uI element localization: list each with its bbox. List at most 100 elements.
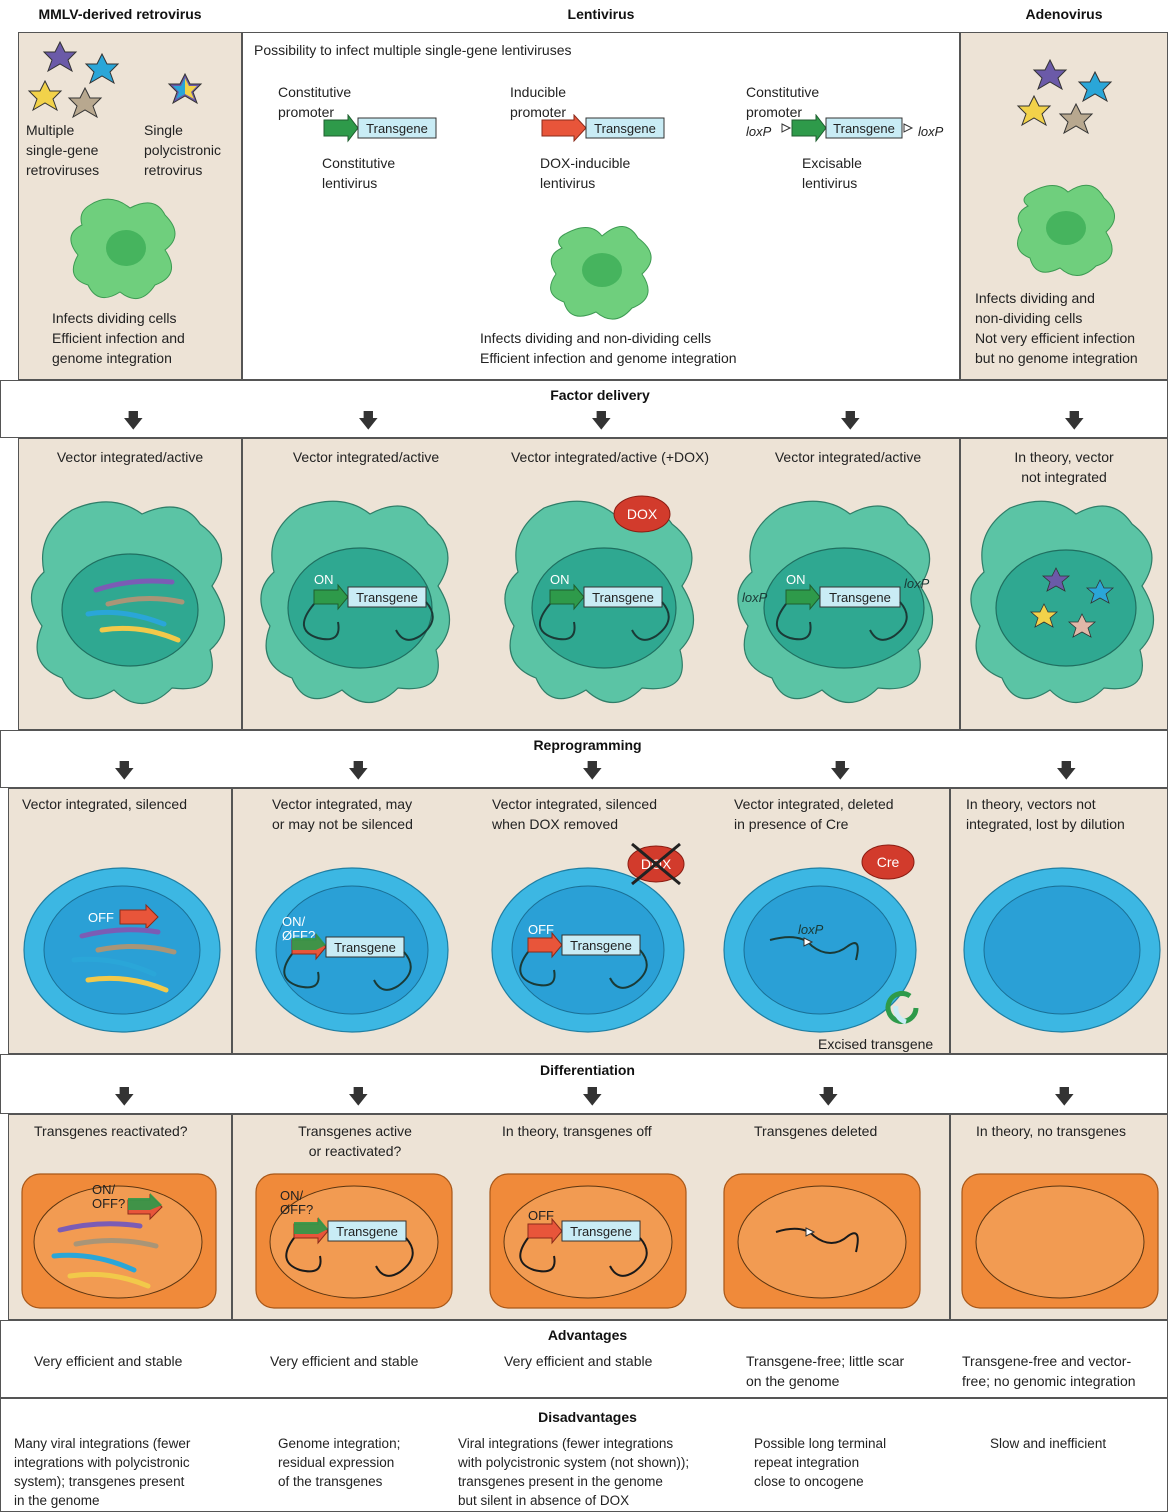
- constitutive-lentivirus-label: Constitutive lentivirus: [322, 153, 442, 193]
- delivery-label-4: Vector integrated/active: [740, 447, 956, 467]
- excisable-diff-cell: [722, 1172, 922, 1312]
- disadvantage-2: Genome integration; residual expression …: [278, 1434, 448, 1491]
- lenti-multiple-text: Possibility to infect multiple single-ge…: [254, 40, 714, 60]
- excisable-active-cell: loxP ON Transgene loxP: [726, 490, 956, 720]
- delivery-label-2: Vector integrated/active: [256, 447, 476, 467]
- mmlv-green-cell: [60, 190, 190, 310]
- adeno-active-cell: [962, 490, 1168, 720]
- disadvantage-4: Possible long terminal repeat integratio…: [754, 1434, 934, 1491]
- mmlv-diff-cell: ON/OFF?: [20, 1172, 220, 1312]
- constitutive-transgene-label: Transgene: [366, 121, 428, 136]
- adeno-green-cell: [1006, 174, 1126, 284]
- advantage-2: Very efficient and stable: [270, 1351, 470, 1371]
- reprog-label-5: In theory, vectors not integrated, lost …: [966, 794, 1166, 834]
- dox-diff-off-label: OFF: [528, 1208, 554, 1223]
- reprogramming-title: Reprogramming: [0, 737, 1168, 753]
- dox-diff-transgene: Transgene: [570, 1224, 632, 1239]
- advantages-title: Advantages: [0, 1327, 1168, 1343]
- advantage-1: Very efficient and stable: [34, 1351, 234, 1371]
- loxp-left-label: loxP: [746, 124, 772, 139]
- diff-label-4: Transgenes deleted: [754, 1121, 944, 1141]
- diff-arrow-2: 🡇: [348, 1082, 369, 1116]
- diff-arrow-3: 🡇: [582, 1082, 603, 1116]
- dox-reprog-cell: DOX OFF Transgene: [488, 836, 698, 1040]
- constitutive-active-transgene: Transgene: [356, 590, 418, 605]
- mmlv-virus-particles: [20, 36, 240, 126]
- excisable-loxp-right: loxP: [904, 576, 930, 591]
- lenti-infection-desc: Infects dividing and non-dividing cells …: [480, 328, 810, 368]
- excisable-active-transgene: Transgene: [829, 590, 891, 605]
- reprog-arrow-4: 🡇: [830, 756, 851, 790]
- dox-reprog-off-label: OFF: [528, 922, 554, 937]
- disadvantage-3: Viral integrations (fewer integrations w…: [458, 1434, 738, 1510]
- constitutive-construct: Transgene: [322, 114, 442, 144]
- column-header-adenovirus: Adenovirus: [960, 6, 1168, 22]
- dox-diff-cell: OFF Transgene: [488, 1172, 688, 1312]
- cre-label: Cre: [877, 854, 900, 870]
- advantage-5: Transgene-free and vector- free; no geno…: [962, 1351, 1166, 1391]
- excisable-reprog-loxp: loxP: [798, 922, 824, 937]
- constitutive-on-label: ON: [314, 572, 334, 587]
- delivery-arrow-1: 🡇: [123, 406, 144, 440]
- delivery-label-1: Vector integrated/active: [20, 447, 240, 467]
- excisable-transgene-label: Transgene: [833, 121, 895, 136]
- constitutive-active-cell: ON Transgene: [252, 490, 462, 720]
- dox-reprog-transgene: Transgene: [570, 938, 632, 953]
- constitutive-reprog-transgene: Transgene: [334, 940, 396, 955]
- mmlv-infection-desc: Infects dividing cells Efficient infecti…: [52, 308, 238, 368]
- constitutive-reprog-cell: ON/ØFF? Transgene: [252, 860, 452, 1040]
- excisable-loxp-left: loxP: [742, 590, 768, 605]
- excisable-reprog-cell: Cre loxP: [720, 836, 950, 1054]
- delivery-arrow-4: 🡇: [840, 406, 861, 440]
- reprog-label-3: Vector integrated, silenced when DOX rem…: [492, 794, 712, 834]
- diff-arrow-4: 🡇: [818, 1082, 839, 1116]
- adeno-reprog-cell: [960, 860, 1166, 1040]
- column-header-lentivirus: Lentivirus: [242, 6, 960, 22]
- diff-arrow-1: 🡇: [114, 1082, 135, 1116]
- disadvantage-5: Slow and inefficient: [990, 1434, 1160, 1453]
- adeno-infection-desc: Infects dividing and non-dividing cells …: [975, 288, 1167, 368]
- mmlv-multiple-label: Multiple single-gene retroviruses: [26, 120, 136, 180]
- diff-arrow-5: 🡇: [1054, 1082, 1075, 1116]
- column-header-mmlv: MMLV-derived retrovirus: [0, 6, 240, 22]
- dox-label: DOX: [627, 506, 658, 522]
- diff-label-3: In theory, transgenes off: [502, 1121, 712, 1141]
- advantage-3: Very efficient and stable: [504, 1351, 704, 1371]
- reprog-arrow-1: 🡇: [114, 756, 135, 790]
- excisable-on-label: ON: [786, 572, 806, 587]
- dox-active-cell: DOX ON Transgene: [494, 490, 710, 720]
- reprog-arrow-5: 🡇: [1056, 756, 1077, 790]
- dox-on-label: ON: [550, 572, 570, 587]
- excisable-construct: loxP Transgene loxP: [742, 114, 958, 144]
- constitutive-diff-transgene: Transgene: [336, 1224, 398, 1239]
- inducible-transgene-label: Transgene: [594, 121, 656, 136]
- delivery-label-3: Vector integrated/active (+DOX): [480, 447, 740, 467]
- dox-active-transgene: Transgene: [592, 590, 654, 605]
- delivery-label-5: In theory, vector not integrated: [962, 447, 1166, 487]
- reprog-label-2: Vector integrated, may or may not be sil…: [272, 794, 472, 834]
- reprog-arrow-3: 🡇: [582, 756, 603, 790]
- reprog-label-1: Vector integrated, silenced: [22, 794, 232, 814]
- advantage-4: Transgene-free; little scar on the genom…: [746, 1351, 946, 1391]
- delivery-arrow-2: 🡇: [358, 406, 379, 440]
- dox-inducible-label: DOX-inducible lentivirus: [540, 153, 670, 193]
- loxp-right-label: loxP: [918, 124, 944, 139]
- differentiation-title: Differentiation: [0, 1062, 1168, 1078]
- factor-delivery-title: Factor delivery: [0, 387, 1168, 403]
- excisable-lentivirus-label: Excisable lentivirus: [802, 153, 922, 193]
- adeno-virus-particles: [1010, 56, 1120, 146]
- excised-transgene-label: Excised transgene: [818, 1034, 958, 1054]
- adeno-diff-cell: [960, 1172, 1160, 1312]
- mmlv-reprog-off-label: OFF: [88, 910, 114, 925]
- disadvantage-1: Many viral integrations (fewer integrati…: [14, 1434, 244, 1510]
- mmlv-single-label: Single polycistronic retrovirus: [144, 120, 240, 180]
- delivery-arrow-5: 🡇: [1064, 406, 1085, 440]
- reprog-arrow-2: 🡇: [348, 756, 369, 790]
- diff-label-1: Transgenes reactivated?: [34, 1121, 234, 1141]
- mmlv-active-cell: [22, 490, 240, 720]
- disadvantages-title: Disadvantages: [0, 1409, 1168, 1425]
- reprog-label-4: Vector integrated, deleted in presence o…: [734, 794, 948, 834]
- diff-label-5: In theory, no transgenes: [976, 1121, 1166, 1141]
- mmlv-reprog-cell: OFF: [18, 860, 228, 1040]
- constitutive-diff-cell: ON/ØFF? Transgene: [254, 1172, 454, 1312]
